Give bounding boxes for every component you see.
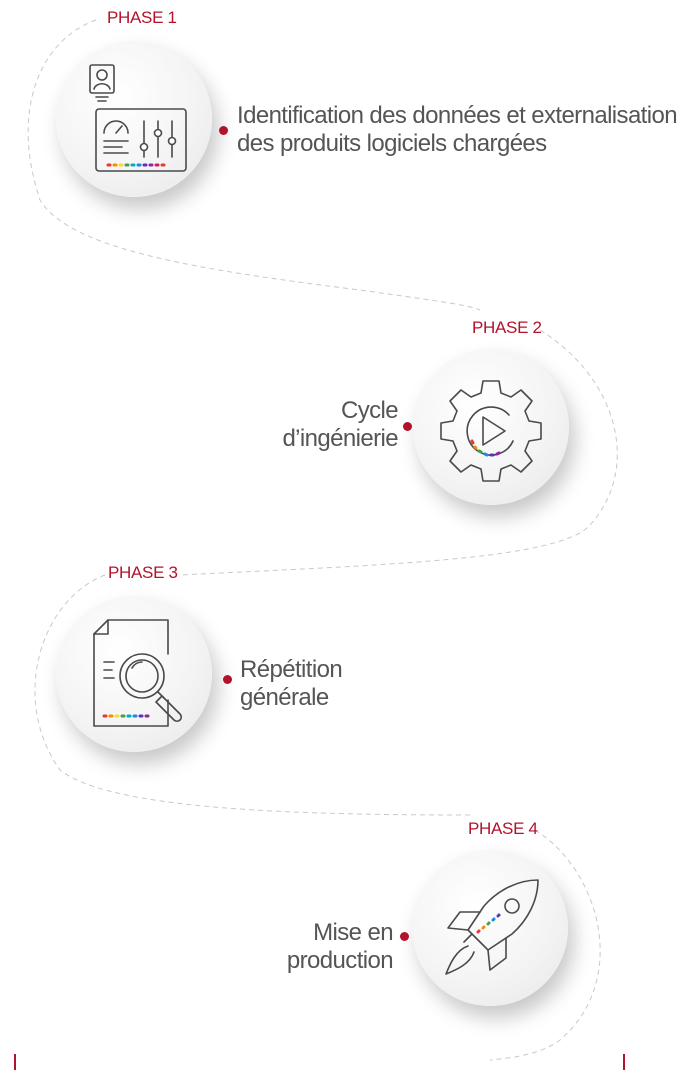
phase-2-connector-dot [403, 422, 412, 431]
phase-3-label: PHASE 3 [108, 563, 178, 582]
phase-2-label: PHASE 2 [472, 318, 542, 337]
phase-3-description: Répétition générale [240, 656, 343, 712]
phase-4-label: PHASE 4 [468, 819, 538, 838]
gear-play-icon [440, 380, 542, 482]
phase-2-description: Cycle d’ingénierie [282, 397, 398, 453]
phase-2-circle [413, 349, 569, 505]
phase-3-description-line-1: Répétition [240, 656, 343, 683]
phase-1-label: PHASE 1 [107, 8, 177, 27]
phase-4-description-line-1: Mise en [313, 919, 393, 946]
phase-3-connector-dot [223, 675, 232, 684]
phase-3-description-line-2: générale [240, 684, 329, 711]
right-tick-mark [623, 1054, 625, 1070]
left-tick-mark [14, 1054, 16, 1070]
document-search-icon [93, 619, 183, 727]
phase-1-connector-dot [219, 126, 228, 135]
phase-1-description-line-2: des produits logiciels chargées [237, 130, 547, 157]
phase-1-description-line-1: Identification des données et externalis… [237, 102, 678, 129]
phase-4-connector-dot [400, 932, 409, 941]
phase-4-description-line-2: production [286, 947, 394, 974]
phase-2-description-line-2: d’ingénierie [282, 425, 398, 452]
phase-2-description-line-1: Cycle [340, 397, 399, 424]
phase-4-description: Mise en production [286, 919, 394, 975]
phase-1-description: Identification des données et externalis… [237, 102, 678, 158]
phase-1-circle [56, 41, 212, 197]
rocket-icon [445, 879, 539, 975]
dashboard-sliders-icon [89, 64, 187, 172]
phase-4-circle [412, 850, 568, 1006]
phase-3-circle [56, 596, 212, 752]
